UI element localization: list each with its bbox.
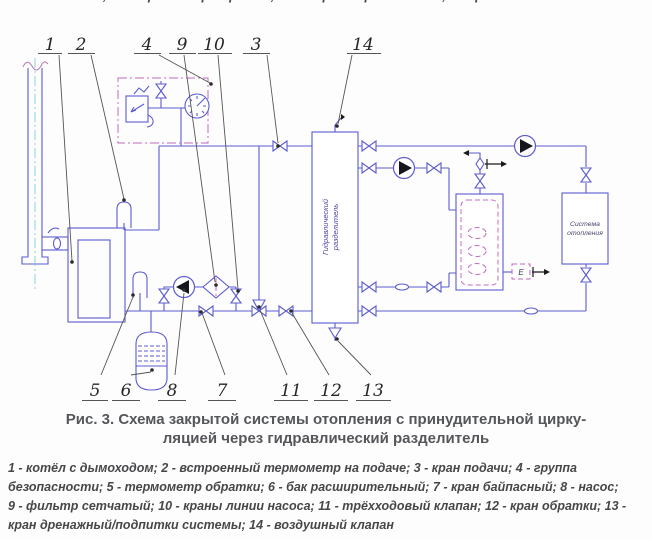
heating-circuit-return: [358, 305, 586, 317]
callout-number: 1: [45, 35, 56, 55]
return-thermometer: [132, 271, 148, 311]
supply-thermometer: [116, 201, 132, 230]
callout-number: 5: [90, 381, 101, 401]
cropped-text-top: безопасности; 5 - термометр обратки; 6 -…: [8, 0, 488, 6]
heater-coil: [467, 245, 487, 257]
union-fitting: [394, 283, 410, 291]
callout-number: 11: [280, 381, 302, 401]
separator-label-line1: Гидравлический: [321, 198, 330, 255]
separator-valve-top: [361, 140, 377, 152]
callout-2: 2: [68, 35, 126, 202]
callout-8: 8: [158, 288, 186, 401]
callout-number: 3: [251, 35, 262, 55]
indirect-water-heater: Е: [455, 150, 550, 291]
relief-valve: [125, 85, 154, 128]
figure-caption: Рис. 3. Схема закрытой системы отопления…: [0, 410, 652, 448]
dhw-circuit-supply: [358, 156, 456, 211]
callout-13: 13: [335, 337, 391, 401]
legend-line2: безопасности; 5 - термометр обратки; 6 -…: [8, 480, 619, 494]
dhw-return-valve-b: [426, 281, 442, 293]
draft-arrow: [47, 227, 60, 234]
boiler: [67, 227, 126, 323]
dhw-supply-valve-a: [361, 162, 377, 174]
drain-makeup-valve: [328, 323, 342, 341]
radiator-supply-valve: [580, 167, 592, 183]
callout-9: 9: [169, 35, 218, 287]
flue-duct: [41, 227, 69, 251]
legend-line4: кран дренажный/подпитки системы; 14 - во…: [8, 518, 394, 532]
heater-coil: [467, 263, 487, 275]
caption-line1: Рис. 3. Схема закрытой системы отопления…: [65, 411, 587, 428]
callout-number: 4: [141, 35, 153, 55]
heating-system: Система отопления: [561, 146, 609, 311]
pressure-gauge: [181, 93, 210, 119]
dhw-circuit-return: [358, 272, 456, 293]
heater-coil: [467, 227, 487, 239]
callout-number: 13: [362, 381, 384, 401]
figure-legend: 1 - котёл с дымоходом; 2 - встроенный те…: [8, 459, 648, 535]
strainer-filter: [202, 275, 230, 299]
air-valve: [334, 114, 345, 132]
heater-inner-jacket: [460, 199, 499, 286]
callout-5: 5: [82, 293, 135, 401]
dhw-supply-valve-b: [426, 162, 442, 174]
callout-number: 2: [75, 35, 87, 55]
separator-label-line2: разделитель: [331, 204, 340, 251]
boiler-return-line: [125, 299, 312, 317]
safety-group: [117, 77, 210, 144]
dhw-outlet-assembly: [463, 150, 507, 194]
heating-pump: [513, 134, 537, 158]
heating-scheme-diagram: Гидравлический разделитель: [21, 35, 609, 401]
heating-circuit-supply: [358, 134, 586, 158]
legend-line3: 9 - фильтр сетчатый; 10 - краны линии на…: [8, 499, 627, 513]
callout-number: 9: [177, 35, 188, 55]
legend-line1: 1 - котёл с дымоходом; 2 - встроенный те…: [8, 461, 577, 475]
heating-system-label-line1: Система: [570, 221, 600, 228]
pump-line: [158, 275, 242, 311]
heating-system-label-line2: отопления: [567, 230, 603, 237]
callout-11: 11: [257, 305, 308, 401]
heating-system-box: [561, 192, 609, 265]
air-vent-valve: [155, 81, 167, 108]
flue-damper: [52, 237, 62, 250]
electric-element: Е: [503, 263, 550, 280]
chimney-break-mark: [22, 61, 49, 71]
chimney: [21, 58, 49, 292]
hydraulic-separator: Гидравлический разделитель: [311, 114, 359, 341]
supply-pipes: [125, 108, 312, 304]
caption-line2: ляцией через гидравлический разделитель: [162, 430, 490, 447]
supply-valve: [272, 140, 288, 152]
callout-number: 14: [352, 35, 374, 55]
expansion-tank: [135, 311, 168, 391]
callout-12: 12: [289, 309, 348, 401]
callout-4: 4: [134, 35, 213, 86]
callout-7: 7: [199, 310, 236, 401]
pump-line-valve-a: [158, 288, 170, 304]
check-valve: [475, 157, 485, 171]
callout-number: 8: [167, 381, 178, 401]
dhw-pump: [392, 156, 416, 180]
callout-1: 1: [38, 35, 74, 264]
cropped-text-top-line: безопасности; 5 - термометр обратки; 6 -…: [8, 0, 488, 3]
separator-valve-bottom: [361, 305, 377, 317]
union-fitting: [523, 307, 539, 315]
callout-14: 14: [335, 35, 381, 128]
callout-number: 12: [320, 381, 342, 401]
callout-3: 3: [243, 35, 280, 148]
radiator-return-valve: [580, 267, 592, 283]
callout-number: 10: [203, 35, 225, 55]
callout-number: 7: [217, 381, 228, 401]
callout-number: 6: [121, 381, 132, 401]
electric-element-label: Е: [518, 268, 524, 277]
callout-6: 6: [112, 368, 154, 401]
dhw-return-valve-a: [361, 281, 377, 293]
callout-10: 10: [198, 35, 240, 293]
